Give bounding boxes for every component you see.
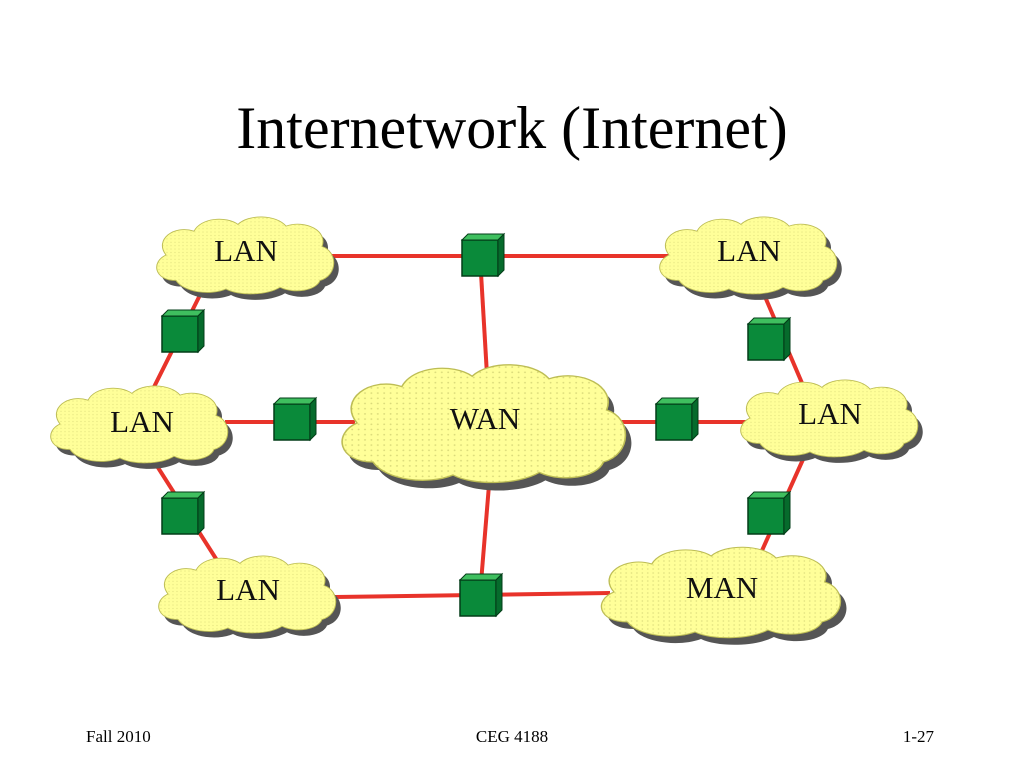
cloud-lan-mid-left: LAN <box>50 385 233 469</box>
routers <box>160 232 792 618</box>
cloud-man-bottom-right: MAN <box>600 546 847 645</box>
router-cube-icon <box>272 396 318 442</box>
footer-page-number: 1-27 <box>902 727 934 746</box>
cloud-lan-top-left: LAN <box>156 216 339 300</box>
cloud-lan-mid-right: LAN <box>740 379 923 463</box>
cloud-label: LAN <box>216 572 280 607</box>
router-cube-icon <box>654 396 700 442</box>
router-cube-icon <box>160 308 206 354</box>
cloud-label: MAN <box>686 570 758 605</box>
router-cube-icon <box>746 490 792 536</box>
footer-course: CEG 4188 <box>475 727 549 746</box>
cloud-label: LAN <box>717 233 781 268</box>
router-cube-icon <box>160 490 206 536</box>
cloud-label: LAN <box>110 404 174 439</box>
router-cube-icon <box>746 316 792 362</box>
cloud-wan-center: WAN <box>341 364 632 491</box>
cloud-lan-top-right: LAN <box>659 216 842 300</box>
cloud-label: LAN <box>214 233 278 268</box>
cloud-label: LAN <box>798 396 862 431</box>
cloud-lan-bottom-left: LAN <box>158 555 341 639</box>
router-cube-icon <box>460 232 506 278</box>
footer-date: Fall 2010 <box>86 727 151 746</box>
cloud-label: WAN <box>450 401 521 436</box>
router-cube-icon <box>458 572 504 618</box>
slide-title: Internetwork (Internet) <box>236 95 788 161</box>
